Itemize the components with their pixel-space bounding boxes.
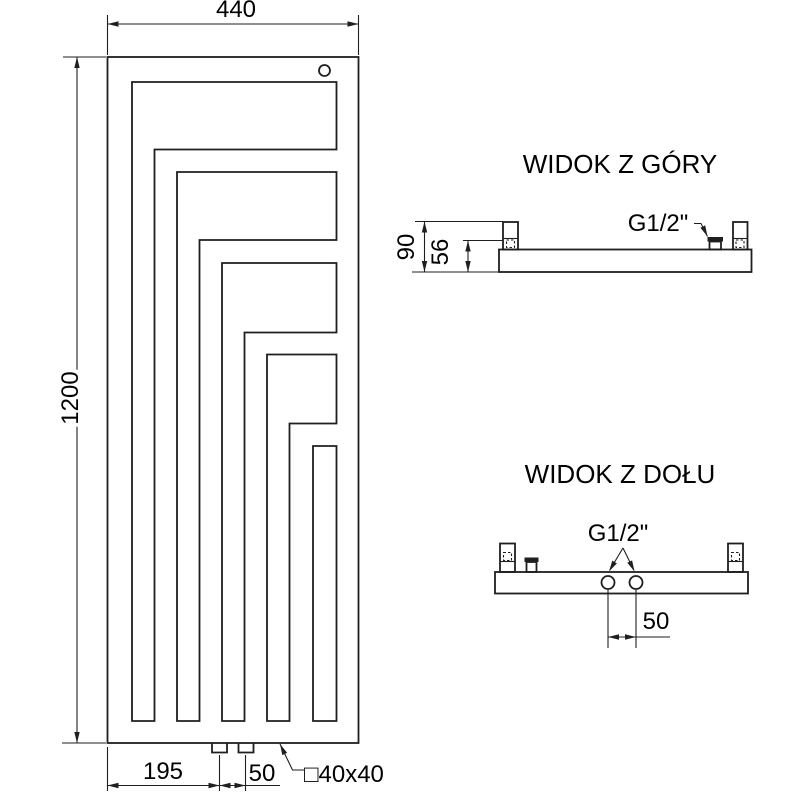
top-view-body [498, 248, 753, 273]
bracket-hidden-hole-left-bottom [502, 551, 513, 562]
dim-label-spacing-50-front: 50 [248, 759, 276, 787]
radiator-slot-5 [312, 445, 338, 722]
dim-label-height-1200: 1200 [57, 369, 84, 427]
bracket-hidden-hole-right-bottom [730, 551, 741, 562]
dim-label-depth-90: 90 [393, 233, 420, 260]
top-view-valve-cap [707, 237, 723, 242]
bottom-view-bracket-left [499, 542, 516, 573]
radiator-slot-4 [266, 353, 338, 722]
profile-leader-line [279, 743, 304, 771]
top-view-linework [412, 220, 753, 273]
bottom-connection-stub-left [211, 743, 228, 754]
radiator-slot-1 [131, 81, 338, 722]
dim-label-spacing-50-bottom: 50 [642, 607, 670, 635]
thread-port-right [628, 575, 644, 590]
bottom-view-valve-body [525, 561, 538, 573]
bottom-view-title: WIDOK Z DOŁU [524, 458, 716, 489]
bracket-hidden-hole-left [505, 239, 516, 249]
top-view-bracket-right [732, 221, 749, 251]
dim-label-width-440: 440 [215, 0, 257, 23]
thread-label-top-view: G1/2" [627, 209, 689, 237]
radiator-slot-3 [221, 262, 338, 722]
front-view-radiator-outline [106, 56, 360, 754]
bottom-view-linework [494, 542, 749, 648]
bracket-hidden-hole-right [735, 239, 745, 249]
dim-label-hook-56: 56 [427, 238, 454, 266]
top-view-valve-body [708, 240, 722, 251]
profile-label-40x40: □40x40 [304, 760, 384, 788]
thread-port-left [600, 575, 616, 590]
bottom-connection-stub-right [237, 743, 255, 754]
radiator-slot-2 [176, 171, 338, 722]
thread-label-bottom-view: G1/2" [587, 520, 649, 547]
dim-label-offset-195: 195 [142, 757, 184, 785]
front-view-dimensions [62, 15, 360, 791]
bottom-view-body [494, 571, 749, 595]
hanger-hole [318, 64, 331, 77]
radiator-outer-frame [106, 56, 360, 744]
top-view-bracket-left [502, 221, 519, 251]
bottom-view-bracket-right [727, 542, 744, 573]
bottom-view-valve-cap [524, 557, 539, 562]
top-view-title: WIDOK Z GÓRY [522, 149, 718, 179]
